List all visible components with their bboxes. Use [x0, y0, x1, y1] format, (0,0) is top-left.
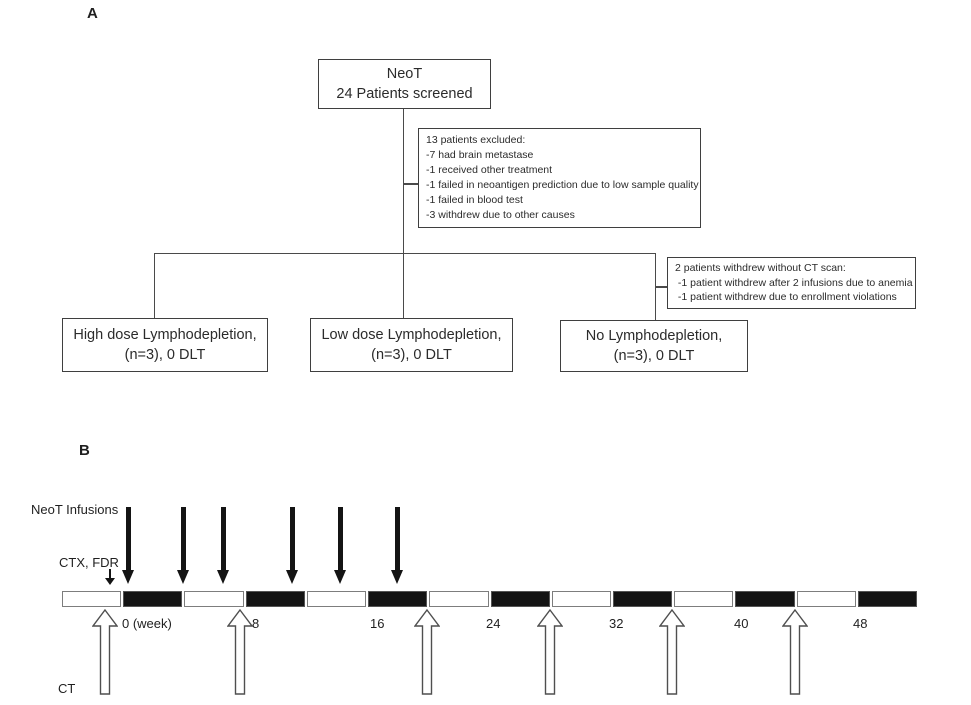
infusion-arrow-head — [391, 570, 403, 584]
ctx-arrow-head — [105, 578, 115, 585]
infusion-arrow-icon — [217, 507, 230, 584]
ct-arrow-icon — [226, 608, 254, 695]
connector-stub-withdraw — [655, 286, 668, 288]
timeline-segment-black — [735, 591, 795, 607]
timeline-segment-white — [306, 591, 367, 607]
panel-a-label: A — [87, 5, 98, 22]
ct-arrow-icon — [536, 608, 564, 695]
connector-branch-horizontal — [153, 252, 656, 254]
timeline-segment-white — [429, 591, 489, 607]
infusion-arrow-icon — [177, 507, 190, 584]
withdraw-note-box: 2 patients withdrew without CT scan: -1 … — [667, 257, 916, 309]
ct-label: CT — [58, 681, 76, 696]
timeline-segment-white — [796, 591, 856, 607]
infusion-arrow-shaft — [125, 507, 131, 570]
arm-box-low-dose: Low dose Lymphodepletion, (n=3), 0 DLT — [310, 318, 513, 372]
infusion-arrow-shaft — [289, 507, 295, 570]
arm-box-no-lymphodepletion: No Lymphodepletion, (n=3), 0 DLT — [560, 320, 748, 372]
week-label: 32 — [609, 616, 624, 631]
neot-infusions-label: NeoT Infusions — [31, 502, 119, 517]
timeline-bar — [62, 591, 918, 607]
timeline-segment-black — [245, 591, 305, 607]
week-label: 48 — [853, 616, 868, 631]
infusion-arrow-shaft — [220, 507, 226, 570]
timeline-segment-black — [857, 591, 918, 607]
week-label: 40 — [734, 616, 749, 631]
connector-vertical-main — [402, 108, 404, 318]
timeline-segment-black — [490, 591, 550, 607]
timeline-segment-white — [62, 591, 122, 607]
infusion-arrow-icon — [391, 507, 404, 584]
ct-arrow-icon — [413, 608, 441, 695]
ct-arrow-icon — [781, 608, 809, 695]
infusion-arrow-icon — [286, 507, 299, 584]
infusion-arrow-head — [286, 570, 298, 584]
connector-vertical-left — [153, 253, 155, 318]
timeline-segment-black — [612, 591, 673, 607]
ctx-arrow-shaft — [109, 569, 111, 578]
arm-box-high-dose: High dose Lymphodepletion, (n=3), 0 DLT — [62, 318, 268, 372]
week-label: 24 — [486, 616, 501, 631]
exclusion-note-box: 13 patients excluded: -7 had brain metas… — [418, 128, 701, 228]
ct-arrow-icon — [91, 608, 119, 695]
infusion-arrow-icon — [122, 507, 135, 584]
infusion-arrow-head — [177, 570, 189, 584]
week-label: 8 — [252, 616, 260, 631]
week-label: 0 (week) — [122, 616, 172, 631]
timeline-segment-black — [123, 591, 183, 607]
timeline-segment-white — [184, 591, 244, 607]
infusion-arrow-head — [217, 570, 229, 584]
timeline-segment-black — [368, 591, 428, 607]
screened-box: NeoT 24 Patients screened — [318, 59, 491, 109]
week-label: 16 — [370, 616, 385, 631]
infusion-arrow-head — [122, 570, 134, 584]
infusion-arrow-shaft — [180, 507, 186, 570]
connector-stub-exclusion — [403, 183, 419, 185]
timeline-segment-white — [551, 591, 611, 607]
ctx-arrow-icon — [105, 569, 115, 585]
infusion-arrow-icon — [334, 507, 347, 584]
ctx-fdr-label: CTX, FDR — [59, 555, 119, 570]
infusion-arrow-shaft — [337, 507, 343, 570]
ct-arrow-icon — [658, 608, 686, 695]
infusion-arrow-shaft — [394, 507, 400, 570]
timeline-segment-white — [674, 591, 734, 607]
infusion-arrow-head — [334, 570, 346, 584]
panel-b-label: B — [79, 442, 90, 459]
